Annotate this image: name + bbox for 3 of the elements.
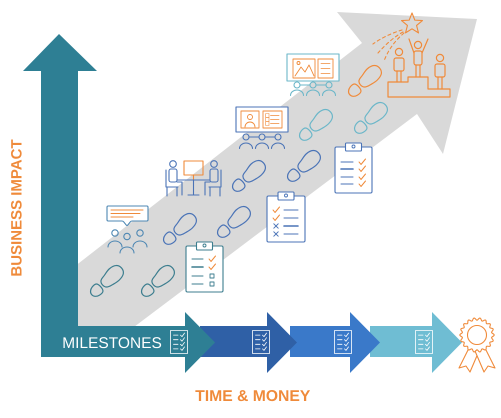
- arrow-label: MILESTONES: [63, 337, 162, 348]
- axis-label: TIME & MONEY: [195, 390, 310, 402]
- axis-label: BUSINESS IMPACT: [11, 140, 22, 276]
